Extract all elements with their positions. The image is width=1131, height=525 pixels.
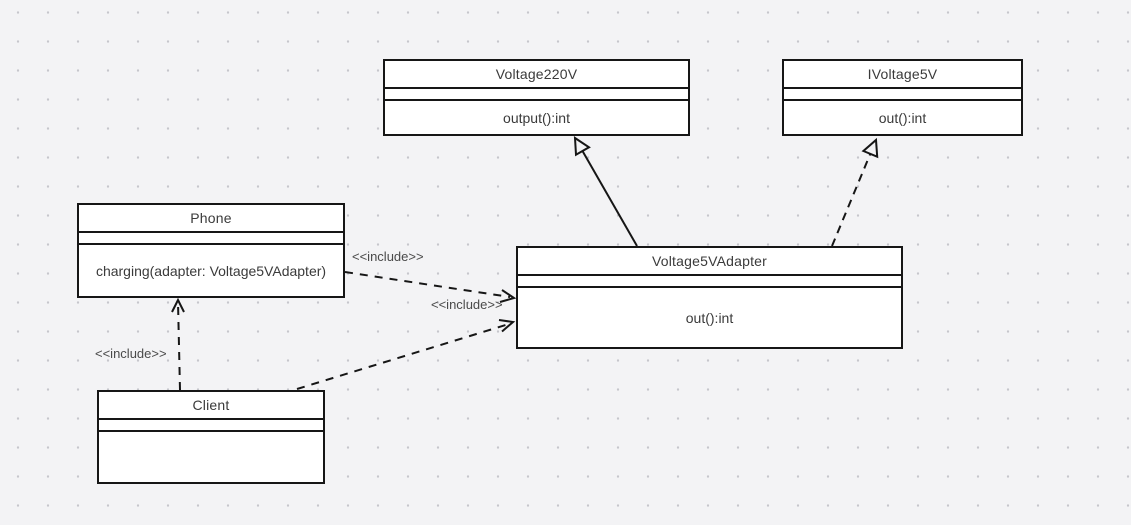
class-attributes <box>518 276 901 288</box>
include-label-phone-adapter: <<include>> <box>352 249 424 264</box>
class-methods: out():int <box>878 109 927 126</box>
class-methods: output():int <box>503 109 570 126</box>
class-methods <box>99 432 323 482</box>
edge-include-client-to-phone[interactable] <box>171 297 185 391</box>
class-attributes <box>79 233 343 245</box>
include-label-client-phone: <<include>> <box>95 346 167 361</box>
edge-include-phone-to-adapter[interactable] <box>344 271 517 303</box>
class-title: Phone <box>79 205 343 233</box>
class-methods: charging(adapter: Voltage5VAdapter) <box>95 262 327 279</box>
class-attributes <box>784 89 1021 101</box>
edge-realization-adapter-to-ivoltage5v[interactable] <box>831 137 879 247</box>
class-title: Client <box>99 392 323 420</box>
class-title: Voltage5VAdapter <box>518 248 901 276</box>
class-client[interactable]: Client <box>97 390 325 484</box>
class-title: Voltage220V <box>385 61 688 89</box>
class-voltage5vadapter[interactable]: Voltage5VAdapter out():int <box>516 246 903 349</box>
class-attributes <box>385 89 688 101</box>
class-attributes <box>99 420 323 432</box>
class-methods: out():int <box>685 309 734 326</box>
edge-include-client-to-adapter[interactable] <box>296 319 516 390</box>
include-label-client-adapter: <<include>> <box>431 297 503 312</box>
edge-generalization-adapter-to-voltage220v[interactable] <box>573 136 638 247</box>
class-ivoltage5v[interactable]: IVoltage5V out():int <box>782 59 1023 136</box>
class-title: IVoltage5V <box>784 61 1021 89</box>
class-phone[interactable]: Phone charging(adapter: Voltage5VAdapter… <box>77 203 345 298</box>
class-voltage220v[interactable]: Voltage220V output():int <box>383 59 690 136</box>
